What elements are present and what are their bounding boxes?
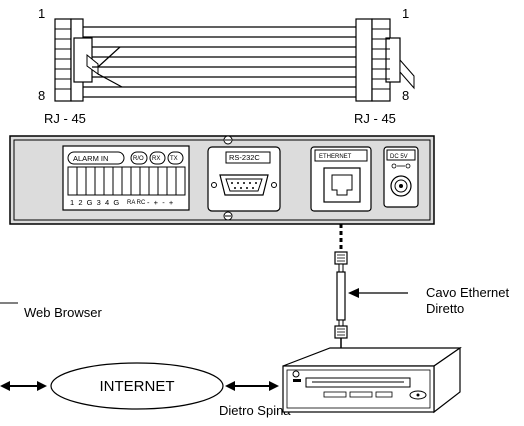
rj45-cable: 1 8 RJ - 45 1 8 RJ - 45	[38, 6, 415, 126]
alarm-in-label: ALARM IN	[73, 154, 108, 163]
left-pin-8-label: 8	[38, 88, 45, 103]
left-pin-1-label: 1	[38, 6, 45, 21]
rs232c-label: RS-232C	[229, 153, 260, 162]
ethernet-port: ETHERNET	[310, 146, 372, 212]
terminal-numbers-label: 1 2 G 3 4 G	[70, 198, 119, 207]
cable-label-line1: Cavo Ethernet	[426, 285, 509, 300]
cable-wires	[83, 26, 356, 98]
dc-power-jack: DC 5V	[383, 146, 419, 208]
right-pin-8-label: 8	[402, 88, 409, 103]
rs232c-port: RS-232C	[207, 135, 281, 221]
dietro-spina-label: Dietro Spina	[219, 403, 291, 418]
device-rear-panel: ALARM IN R/O RX TX 1 2 G	[9, 135, 435, 225]
right-pin-1-label: 1	[402, 6, 409, 21]
recorder-device-icon	[282, 346, 462, 414]
terminal-ra-rc-label: RA RC	[127, 200, 146, 206]
rx-label: RX	[152, 156, 160, 162]
left-double-arrow	[0, 381, 47, 391]
ro-label: R/O	[133, 156, 144, 162]
ethernet-label: ETHERNET	[319, 154, 352, 160]
dc5v-label: DC 5V	[390, 154, 408, 160]
right-rj45-connector	[355, 18, 415, 102]
tx-label: TX	[170, 156, 178, 162]
right-rj45-label: RJ - 45	[354, 111, 396, 126]
right-double-arrow	[225, 381, 279, 391]
terminal-signs-label: - + - +	[147, 198, 174, 207]
network-section: Web Browser INTERNET Dietro Spina	[0, 302, 291, 418]
left-rj45-label: RJ - 45	[44, 111, 86, 126]
ethernet-cable: Cavo Ethernet Diretto	[334, 224, 509, 350]
cable-label-line2: Diretto	[426, 301, 464, 316]
internet-label: INTERNET	[100, 378, 175, 395]
web-browser-label: Web Browser	[24, 305, 102, 320]
internet-ellipse	[50, 362, 224, 410]
left-rj45-connector	[54, 18, 99, 102]
alarm-terminal-block: ALARM IN R/O RX TX 1 2 G	[62, 145, 190, 211]
